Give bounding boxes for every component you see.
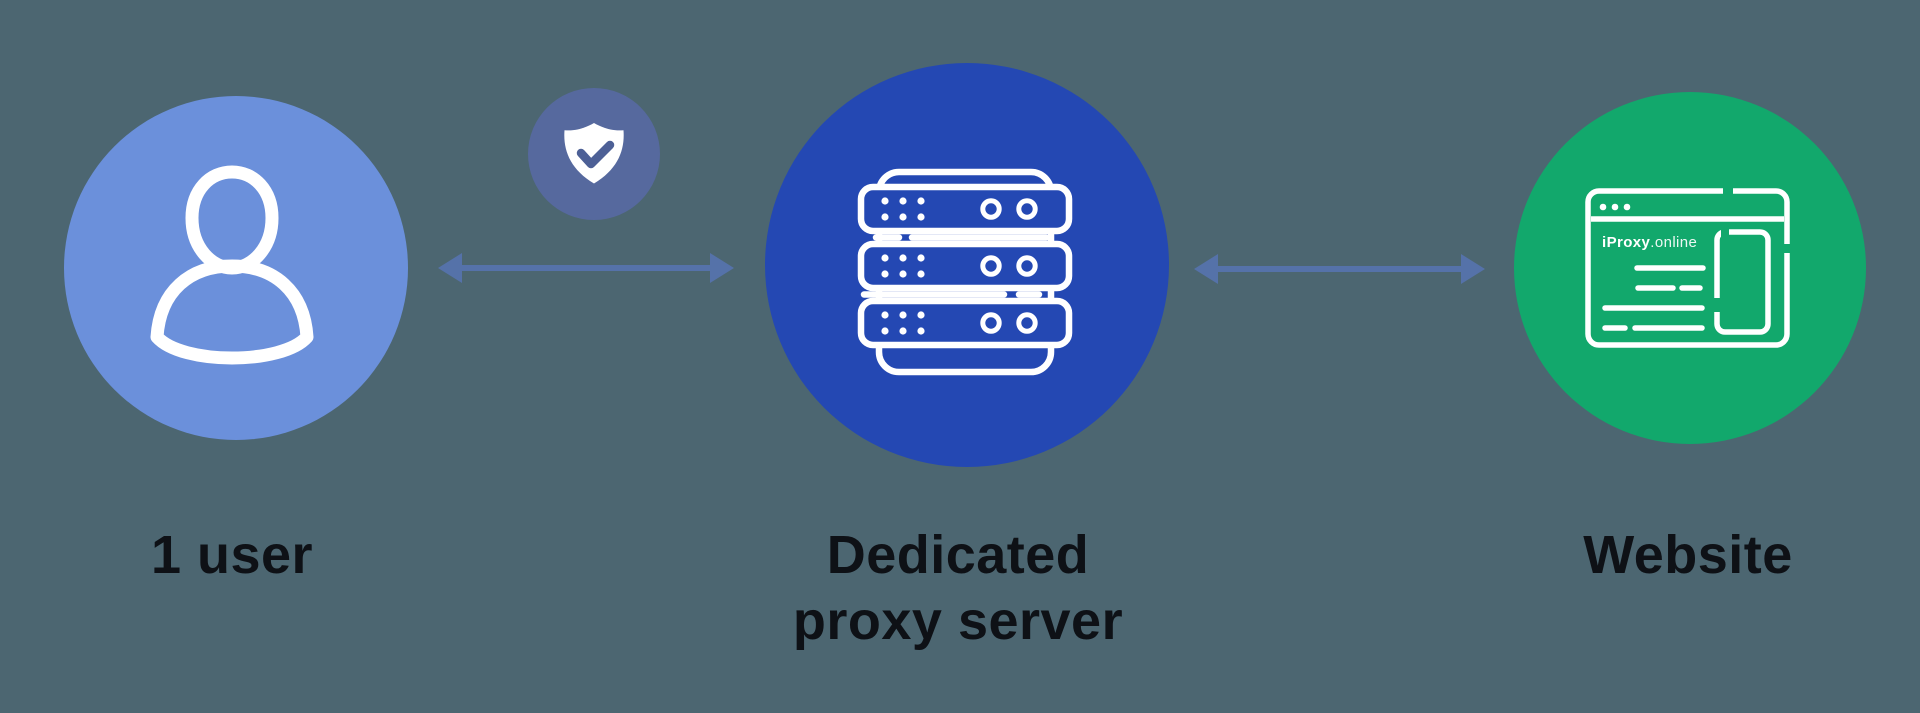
shield-badge bbox=[528, 88, 660, 220]
brand-bold-part: iProxy bbox=[1602, 234, 1651, 251]
user-label: 1 user bbox=[150, 525, 314, 585]
arrow-user-proxy bbox=[438, 253, 734, 283]
proxy-label-line1: Dedicated bbox=[826, 525, 1090, 585]
server-icon bbox=[857, 168, 1073, 376]
brand-rest-part: .online bbox=[1650, 234, 1697, 251]
user-icon bbox=[150, 165, 314, 365]
website-label: Website bbox=[1583, 525, 1793, 585]
proxy-label-line2: proxy server bbox=[792, 591, 1124, 651]
browser-brand-text: iProxy.online bbox=[1602, 234, 1697, 251]
browser-window-icon: iProxy.online bbox=[1585, 186, 1792, 348]
website-node: iProxy.online bbox=[1514, 92, 1866, 444]
arrow-proxy-website bbox=[1194, 254, 1485, 284]
user-node bbox=[64, 96, 408, 440]
proxy-server-node bbox=[765, 63, 1169, 467]
shield-check-icon bbox=[564, 123, 624, 184]
